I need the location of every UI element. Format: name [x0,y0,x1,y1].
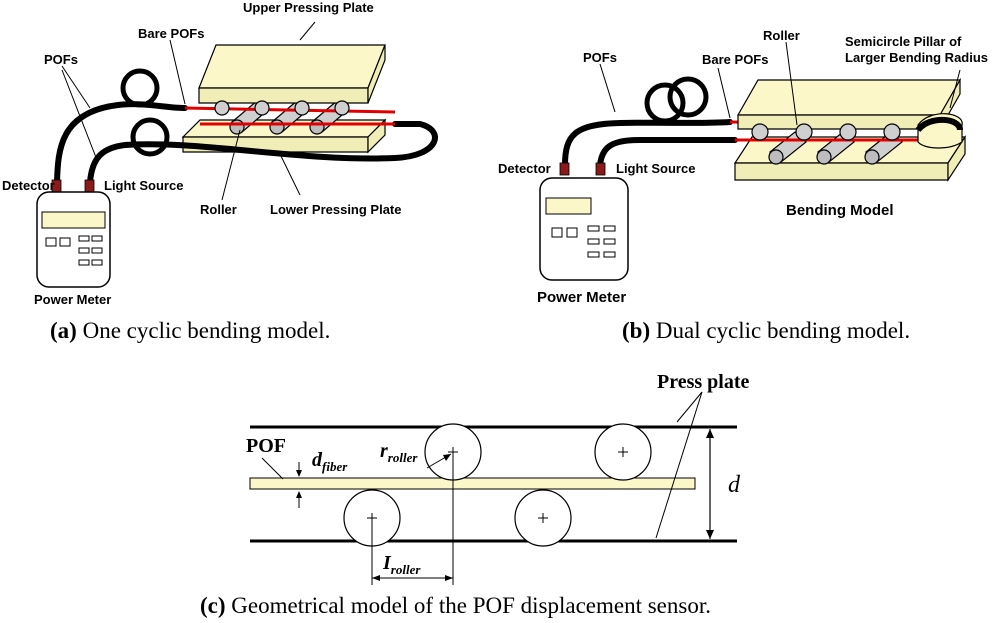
label-pillar-line2: Larger Bending Radius [845,50,988,65]
label-bare-pofs-a: Bare POFs [138,26,204,41]
pof-strip [249,477,696,490]
label-upper-plate-a: Upper Pressing Plate [243,0,374,15]
panel-b: POFs Bare POFs Roller Semicircle Pillar … [498,28,988,306]
caption-c: (c) Geometrical model of the POF displac… [200,593,711,618]
label-d-fiber: dfiber [312,449,348,474]
label-bare-pofs-b: Bare POFs [702,52,768,67]
label-r-roller: rroller [380,440,418,465]
caption-a: (a) One cyclic bending model. [50,318,330,343]
power-meter-b [539,162,629,281]
panel-c: Press plate POF dfiber rroller d Iroller [246,371,750,585]
label-pillar-line1: Semicircle Pillar of [845,34,962,49]
label-detector-b: Detector [498,161,551,176]
power-meter-a [36,179,111,288]
pof-fiber-lower [87,121,438,185]
label-light-source-b: Light Source [616,161,695,176]
upper-pressing-plate [198,44,386,104]
caption-b: (b) Dual cyclic bending model. [622,318,910,343]
label-power-meter-a: Power Meter [34,292,111,307]
label-roller-a: Roller [200,202,237,217]
label-light-source-a: Light Source [104,178,183,193]
label-lower-plate-a: Lower Pressing Plate [270,202,402,217]
label-roller-b: Roller [763,28,800,43]
label-press-plate: Press plate [657,371,750,393]
panel-a: Upper Pressing Plate Bare POFs POFs Dete… [2,0,438,307]
label-detector-a: Detector [2,178,55,193]
label-l-roller: Iroller [382,552,421,577]
label-d: d [728,472,741,498]
label-pofs-b: POFs [583,50,617,65]
label-bending-model: Bending Model [786,202,894,219]
label-power-meter-b: Power Meter [537,289,626,306]
label-pofs-a: POFs [44,52,78,67]
label-pof-c: POF [246,435,286,457]
pof-fiber-upper [54,101,188,185]
semicircle-pillar [915,113,963,149]
